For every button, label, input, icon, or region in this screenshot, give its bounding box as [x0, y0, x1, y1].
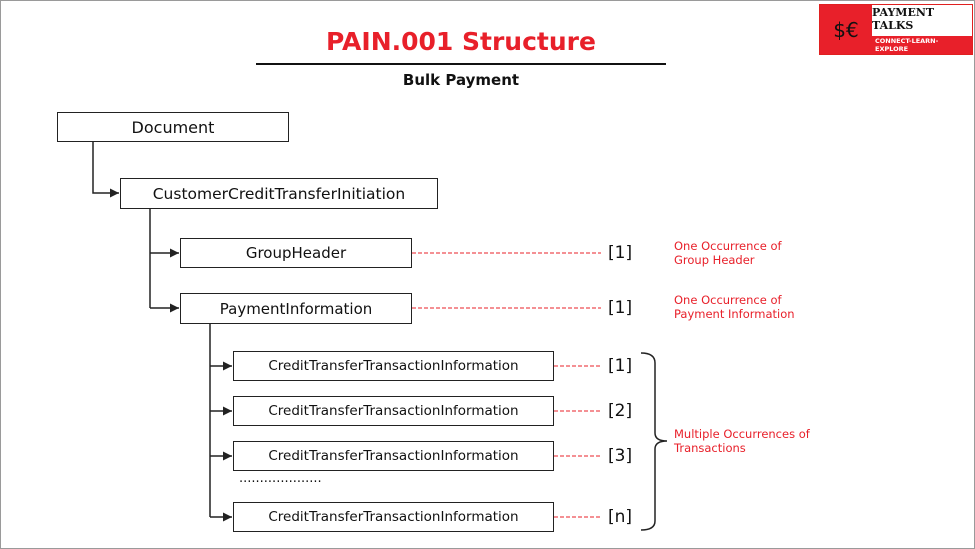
logo: $€ PAYMENT TALKS CONNECT-LEARN-EXPLORE — [819, 4, 973, 55]
occurrence-payment-information: [1] — [608, 298, 633, 318]
subtitle: Bulk Payment — [402, 71, 520, 89]
page-title: PAIN.001 Structure — [326, 27, 596, 56]
note-line: Group Header — [674, 253, 755, 267]
connector-document-ccti — [92, 141, 119, 198]
note-line: Multiple Occurrences of — [674, 427, 810, 441]
currency-cycle-icon: $€ — [820, 5, 872, 54]
node-ccti: CustomerCreditTransferInitiation — [120, 178, 438, 209]
node-document: Document — [57, 112, 289, 142]
note-line: Transactions — [674, 441, 746, 455]
logo-name: PAYMENT TALKS — [872, 5, 935, 32]
occurrence-tx: [3] — [608, 446, 633, 466]
occurrence-tx: [1] — [608, 356, 633, 376]
node-payment-information: PaymentInformation — [180, 293, 412, 324]
title-underline — [256, 63, 666, 65]
occurrence-group-header: [1] — [608, 243, 633, 263]
brace — [640, 352, 668, 531]
node-transaction: CreditTransferTransactionInformation — [233, 351, 554, 381]
logo-tagline: CONNECT-LEARN-EXPLORE — [872, 35, 972, 54]
note-line: One Occurrence of — [674, 293, 782, 307]
node-transaction: CreditTransferTransactionInformation — [233, 396, 554, 426]
node-group-header: GroupHeader — [180, 238, 412, 268]
occurrence-tx: [n] — [608, 507, 633, 527]
note-line: Payment Information — [674, 307, 795, 321]
occurrence-tx: [2] — [608, 401, 633, 421]
ellipsis: .................... — [239, 471, 322, 486]
node-transaction: CreditTransferTransactionInformation — [233, 441, 554, 471]
note-line: One Occurrence of — [674, 239, 782, 253]
node-transaction: CreditTransferTransactionInformation — [233, 502, 554, 532]
